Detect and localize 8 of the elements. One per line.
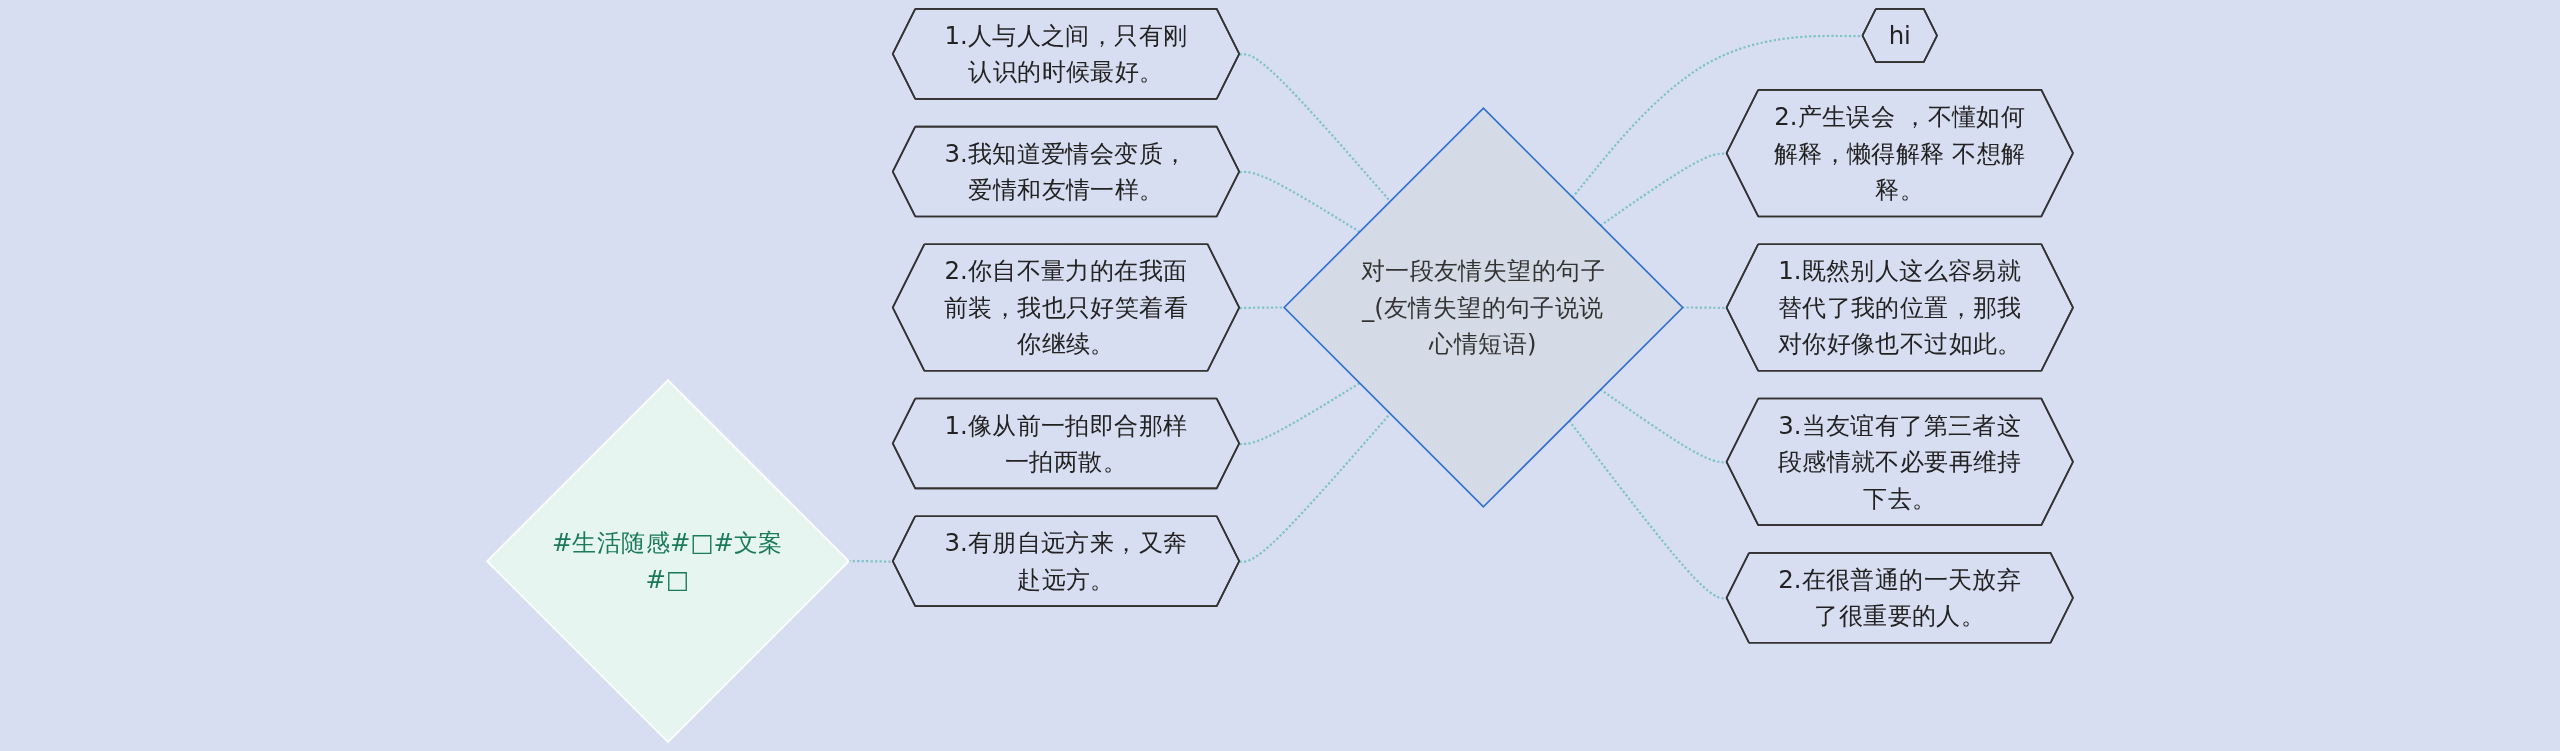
node-diamond: 对一段友情失望的句子_(友情失望的句子说说心情短语) bbox=[1282, 107, 1684, 508]
node-diamond: #生活随感#□#文案#□ bbox=[485, 379, 851, 744]
connector bbox=[1239, 382, 1360, 446]
connector bbox=[848, 560, 894, 563]
connector bbox=[1239, 53, 1391, 202]
connector bbox=[1239, 306, 1284, 310]
connector bbox=[1239, 170, 1360, 233]
connector bbox=[1239, 413, 1391, 563]
